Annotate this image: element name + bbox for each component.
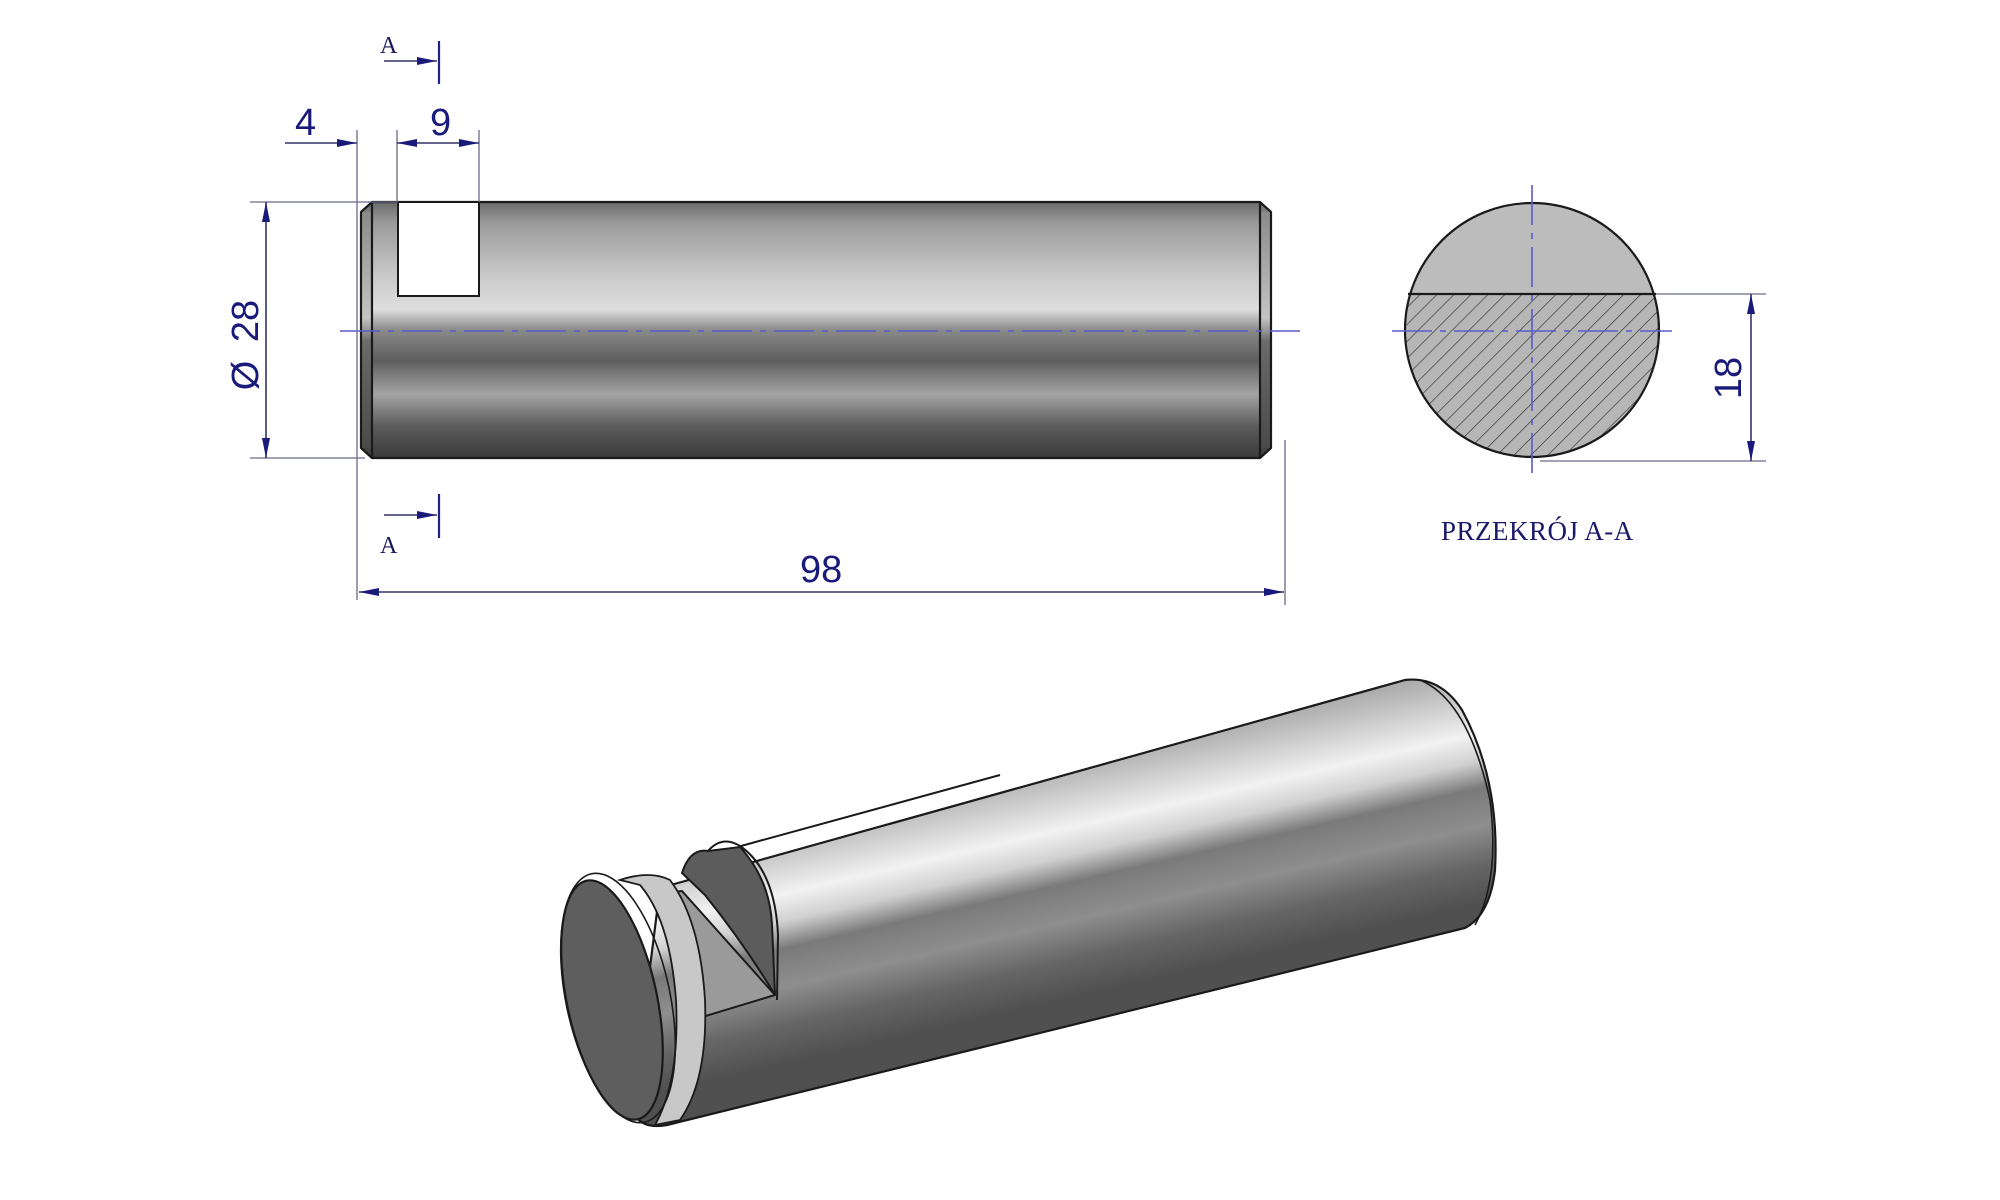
collar-ring <box>616 874 707 1127</box>
pin-body-iso <box>630 678 1497 1128</box>
dimension-length-98: 98 <box>359 549 1284 596</box>
section-view: 18 PRZEKRÓJ A-A <box>1392 185 1766 546</box>
dimension-slot-9: 9 <box>397 102 479 147</box>
extension-lines-front <box>250 130 1286 605</box>
section-caption: PRZEKRÓJ A-A <box>1441 516 1634 546</box>
pin-body-front <box>359 200 1273 460</box>
dimension-slot-label: 9 <box>430 102 451 144</box>
dimension-diameter-28: Ø 28 <box>225 202 270 458</box>
dimension-offset-4: 4 <box>285 102 357 147</box>
dimension-flat-18: 18 <box>1540 293 1766 462</box>
section-marker-bottom: A <box>380 494 441 559</box>
front-view: 4 9 Ø 28 98 A <box>225 33 1300 605</box>
iso-view <box>559 678 1497 1128</box>
dimension-offset-label: 4 <box>295 102 316 144</box>
slot-back-face <box>680 845 776 996</box>
svg-text:Ø 28: Ø 28 <box>225 300 267 390</box>
length-label: 98 <box>800 549 842 591</box>
diameter-symbol: Ø <box>225 361 267 391</box>
diameter-label: 28 <box>225 300 267 342</box>
flat-dimension-label: 18 <box>1708 357 1750 399</box>
section-marker-top: A <box>380 33 441 84</box>
section-letter-top: A <box>380 33 398 59</box>
section-letter-bottom: A <box>380 533 398 559</box>
slot-cutout <box>397 201 480 297</box>
